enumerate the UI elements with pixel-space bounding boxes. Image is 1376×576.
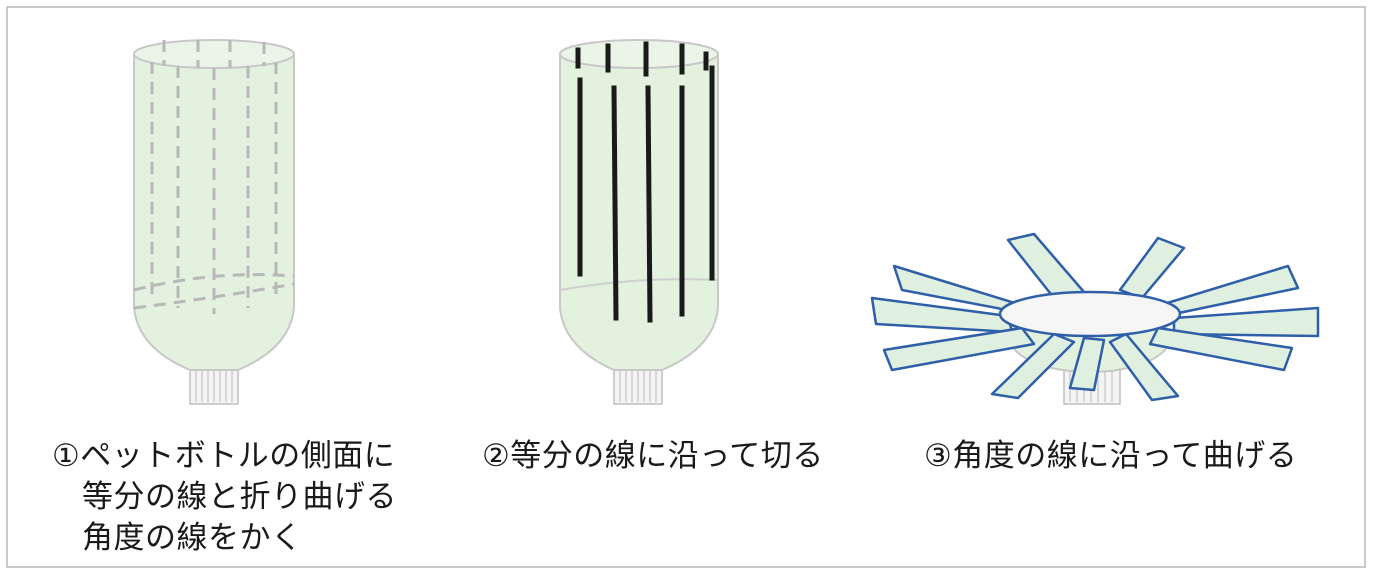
step-1-line-2: 等分の線と折り曲げる [82, 479, 397, 515]
step-2-line-1: ②等分の線に沿って切る [482, 438, 824, 474]
bottle-with-dashed-lines-icon [133, 39, 295, 405]
step-1-illustration [118, 8, 338, 428]
step-3-line-1: ③角度の線に沿って曲げる [924, 438, 1298, 474]
step-3-illustration [858, 8, 1338, 428]
diagram-frame: ①ペットボトルの側面に 等分の線と折り曲げる 角度の線をかく ②等分の線に沿って… [6, 6, 1366, 568]
step-1-line-1: ①ペットボトルの側面に [52, 438, 396, 474]
bottle-with-cut-lines-icon [559, 39, 719, 405]
step-2-caption: ②等分の線に沿って切る [482, 436, 824, 477]
step-1-line-3: 角度の線をかく [82, 520, 303, 556]
step-3-caption: ③角度の線に沿って曲げる [924, 436, 1297, 477]
step-1-caption: ①ペットボトルの側面に 等分の線と折り曲げる 角度の線をかく [52, 436, 397, 559]
step-2-illustration [552, 8, 772, 428]
bottle-folded-petals-icon [870, 232, 1320, 405]
